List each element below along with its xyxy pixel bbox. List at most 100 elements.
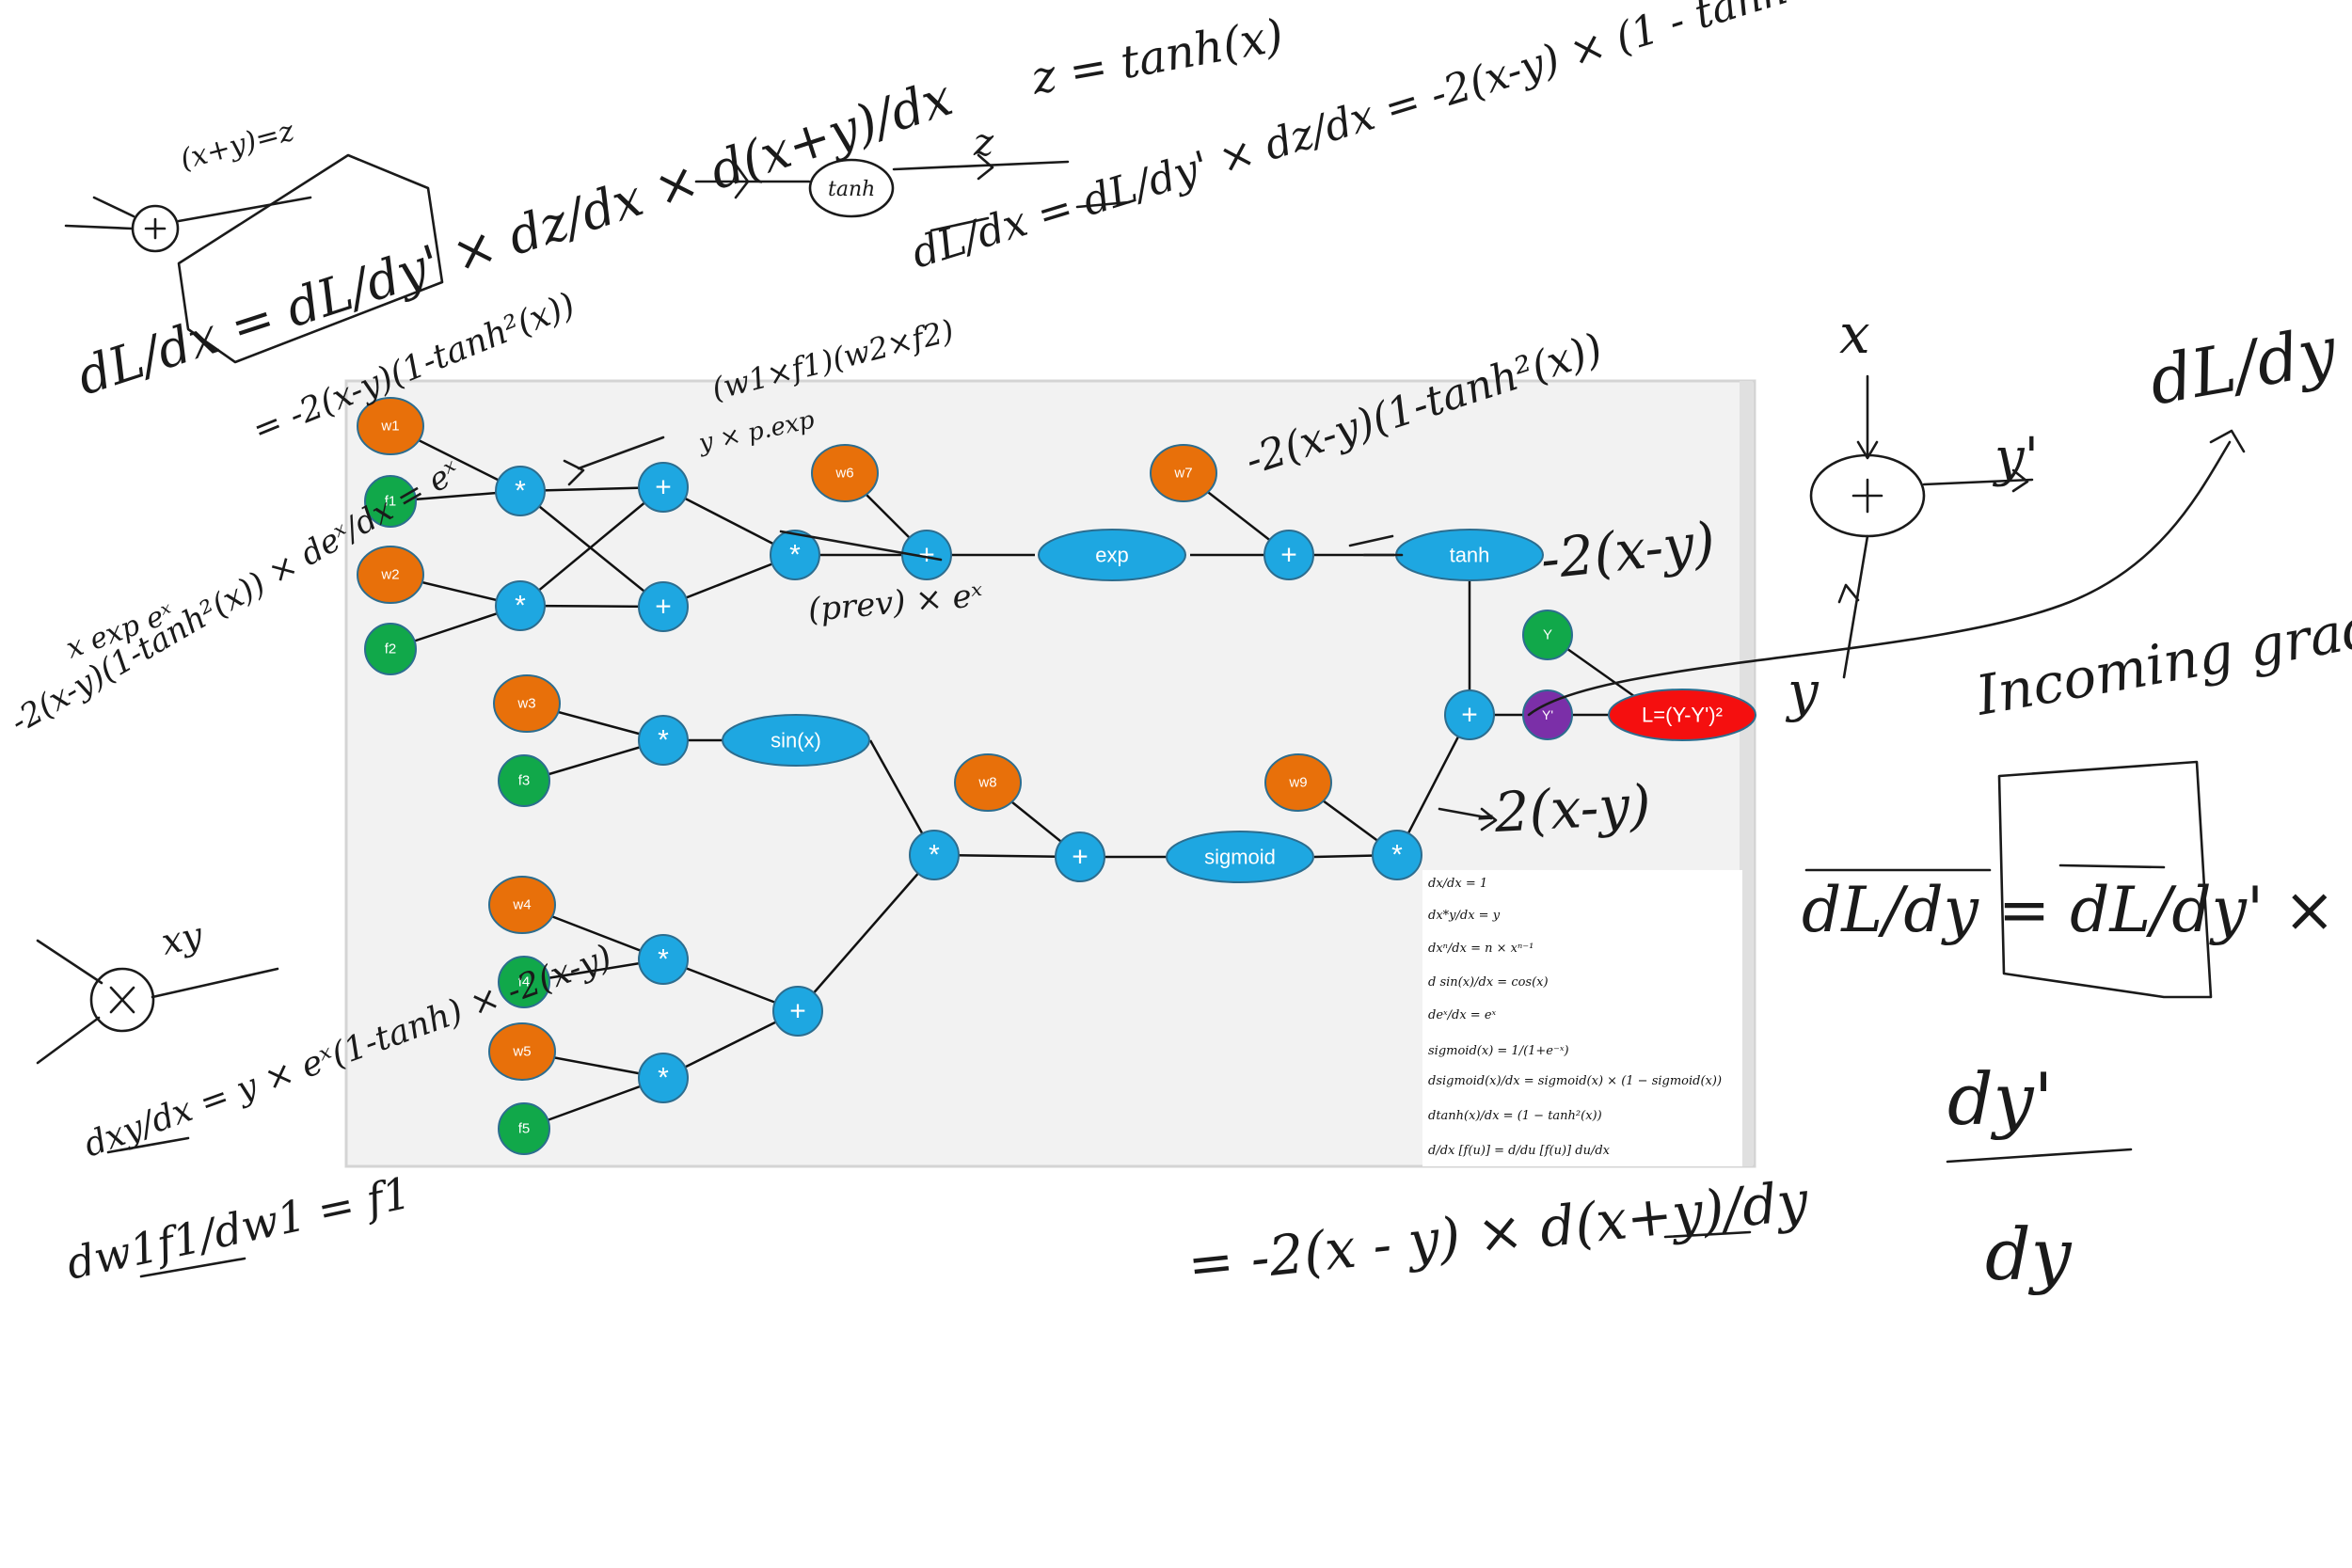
node-f4[interactable]: f4 [498, 956, 550, 1008]
node-a2-label: + [655, 592, 672, 623]
node-m6[interactable]: * [638, 934, 689, 985]
node-a5-shape [772, 986, 823, 1037]
node-m2[interactable]: * [495, 580, 546, 631]
node-w5-shape [488, 1022, 556, 1081]
node-m7[interactable]: * [638, 1053, 689, 1103]
note-sum-z: (x+y)=z [177, 115, 297, 177]
node-a3-label: + [918, 540, 935, 571]
note-incoming-gradient: Incoming gradient [1971, 576, 2352, 728]
node-loss-label: L=(Y-Y')² [1642, 704, 1723, 727]
note-z-output: z [973, 121, 994, 165]
node-w4-shape [488, 876, 556, 934]
node-m5-label: * [929, 840, 940, 871]
node-f5[interactable]: f5 [498, 1102, 550, 1155]
node-w5-label: w5 [512, 1044, 531, 1060]
node-w9-label: w9 [1288, 775, 1307, 791]
node-a3[interactable]: + [901, 530, 952, 580]
node-a6-shape [1055, 832, 1105, 882]
node-w7[interactable]: w7 [1150, 444, 1217, 502]
node-sigmoid-shape [1166, 831, 1314, 883]
node-m5[interactable]: * [909, 830, 960, 880]
node-a6[interactable]: + [1055, 832, 1105, 882]
node-a1[interactable]: + [638, 462, 689, 513]
formula-1: dx/dx = 1 [1428, 877, 1487, 891]
node-a2[interactable]: + [638, 581, 689, 632]
node-f2[interactable]: f2 [364, 623, 417, 675]
formula-7: dsigmoid(x)/dx = sigmoid(x) × (1 − sigmo… [1428, 1074, 1722, 1088]
node-f1[interactable]: f1 [364, 475, 417, 528]
formula-5: deˣ/dx = eˣ [1428, 1008, 1497, 1022]
node-a4[interactable]: + [1263, 530, 1314, 580]
node-m3-shape [770, 530, 820, 580]
node-a5[interactable]: + [772, 986, 823, 1037]
node-a1-shape [638, 462, 689, 513]
formula-9: d/dx [f(u)] = d/du [f(u)] du/dx [1428, 1144, 1611, 1158]
node-f2-shape [364, 623, 417, 675]
node-m6-label: * [658, 944, 669, 975]
node-w1[interactable]: w1 [357, 397, 424, 455]
node-sigmoid[interactable]: sigmoid [1166, 831, 1314, 883]
node-a1-label: + [655, 472, 672, 503]
node-sin-label: sin(x) [771, 729, 821, 752]
note-dl-dy-prime-top-right: dL/dy [2144, 311, 2344, 420]
node-tanh[interactable]: tanh [1395, 529, 1544, 581]
note-loss-gradient-lower: -2(x-y) [1474, 772, 1652, 846]
node-yp[interactable]: Y' [1522, 689, 1573, 740]
node-m3[interactable]: * [770, 530, 820, 580]
node-f3[interactable]: f3 [498, 754, 550, 807]
node-m1-label: * [515, 476, 526, 507]
note-chain-rule-top: dL/dx = dL/dy' × dz/dx = -2(x-y) × (1 - … [906, 0, 1878, 278]
ink-strokes [36, 153, 2246, 1278]
node-tanh-label: tanh [1450, 544, 1490, 567]
node-m6-shape [638, 934, 689, 985]
node-y[interactable]: Y [1522, 610, 1573, 660]
node-f1-shape [364, 475, 417, 528]
derivative-formulas: dx/dx = 1 dx*y/dx = y dxⁿ/dx = n × xⁿ⁻¹ … [1428, 877, 1722, 1158]
node-w5[interactable]: w5 [488, 1022, 556, 1081]
node-w7-shape [1150, 444, 1217, 502]
node-a7-shape [1444, 689, 1495, 740]
node-m1-shape [495, 466, 546, 516]
node-f1-label: f1 [385, 494, 397, 510]
note-chain-rule-right: dL/dy = dL/dy' × dy'/dy [1802, 874, 2352, 946]
node-m1[interactable]: * [495, 466, 546, 516]
node-w9[interactable]: w9 [1264, 753, 1332, 812]
node-f4-shape [498, 956, 550, 1008]
node-a7[interactable]: + [1444, 689, 1495, 740]
node-yp-shape [1522, 689, 1573, 740]
node-m8[interactable]: * [1372, 830, 1422, 880]
node-yp-label: Y' [1542, 707, 1553, 722]
node-m7-shape [638, 1053, 689, 1103]
node-w4[interactable]: w4 [488, 876, 556, 934]
node-w2[interactable]: w2 [357, 546, 424, 604]
node-m5-shape [909, 830, 960, 880]
formula-4: d sin(x)/dx = cos(x) [1428, 975, 1549, 990]
node-a7-label: + [1461, 700, 1478, 731]
node-w8[interactable]: w8 [954, 753, 1022, 812]
node-loss[interactable]: L=(Y-Y')² [1608, 689, 1756, 741]
node-sin[interactable]: sin(x) [722, 714, 870, 767]
formula-6: sigmoid(x) = 1/(1+e⁻ˣ) [1428, 1044, 1569, 1058]
node-f5-shape [498, 1102, 550, 1155]
node-m2-shape [495, 580, 546, 631]
node-w6[interactable]: w6 [811, 444, 879, 502]
formula-2: dx*y/dx = y [1428, 909, 1501, 923]
node-m7-label: * [658, 1063, 669, 1094]
node-y-label: Y [1543, 627, 1552, 643]
node-y-shape [1522, 610, 1573, 660]
panel-scrollbar[interactable] [1740, 381, 1753, 1166]
note-x-top-right: x [1839, 302, 1870, 366]
node-f4-label: f4 [518, 974, 531, 990]
node-w6-label: w6 [834, 466, 853, 482]
node-m4[interactable]: * [638, 715, 689, 766]
node-w8-shape [954, 753, 1022, 812]
node-f3-label: f3 [518, 773, 531, 789]
node-sin-shape [722, 714, 870, 767]
node-sigmoid-label: sigmoid [1204, 846, 1276, 869]
node-exp[interactable]: exp [1038, 529, 1186, 581]
node-w3[interactable]: w3 [493, 674, 561, 733]
node-a6-label: + [1072, 842, 1089, 873]
node-f5-label: f5 [518, 1121, 531, 1137]
node-a4-shape [1263, 530, 1314, 580]
